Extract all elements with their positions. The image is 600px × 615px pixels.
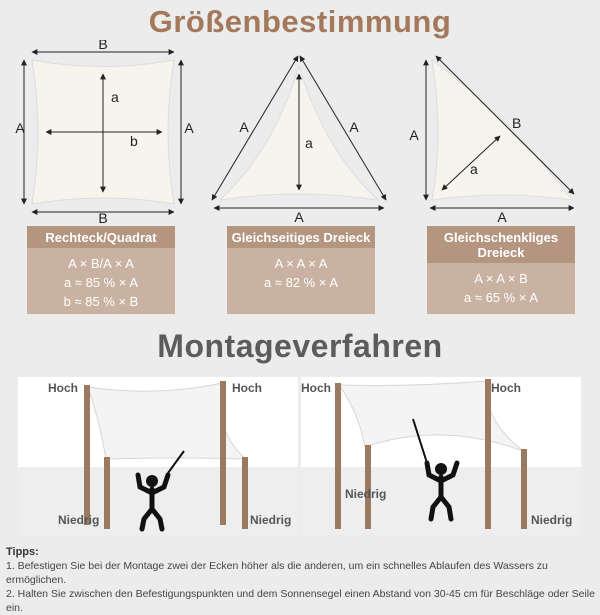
tip-item: 2. Halten Sie zwischen den Befestigungsp… [6,588,595,614]
label-high-right: Hoch [232,381,262,395]
post-low-right [242,457,248,529]
label-high-left: Hoch [48,381,78,395]
dim-top: B [98,40,107,52]
label-high-right: Hoch [491,381,521,395]
dim-bottom: A [294,209,304,225]
label-high-left: Hoch [301,381,331,395]
card-line: A × A × B [474,271,528,286]
post-low-left [365,445,371,529]
mounting-scene-2: Hoch Hoch Niedrig Niedrig [301,377,581,535]
label-low-left: Niedrig [58,513,100,527]
post-high-right [485,379,491,529]
dim-inner-a: a [305,135,313,151]
label-low-right: Niedrig [250,513,292,527]
card-title: Gleichseitiges Dreieck [227,226,375,248]
scene-illustration [301,379,581,535]
card-rectangle: Rechteck/Quadrat A × B/A × A a ≈ 85 % × … [27,226,175,314]
card-line: A × A × A [274,256,328,271]
card-line: a ≈ 65 % × A [464,290,538,305]
label-low-left: Niedrig [345,487,387,501]
label-low-right: Niedrig [531,513,573,527]
dim-bottom: B [98,210,107,225]
dim-inner-a: a [111,89,119,105]
card-line: a ≈ 85 % × A [64,275,138,290]
tips-section: Tipps: 1. Befestigen Sie bei der Montage… [6,545,598,615]
person-icon [135,472,171,532]
dim-left: A [15,120,25,136]
mounting-scene-1: Hoch Hoch Niedrig Niedrig [18,377,298,535]
post-high-left [84,385,90,525]
dim-inner-b: b [130,133,138,149]
dim-hyp: B [512,115,521,131]
dim-right: A [349,119,359,135]
rectangle-diagram: B B A A a b [15,40,194,225]
post-high-left [335,383,341,529]
dim-right: A [184,120,194,136]
dim-left: A [409,127,419,143]
isosceles-triangle-diagram: A B A a [409,55,575,225]
dim-inner-a: a [470,161,478,177]
post-low-right [521,449,527,529]
card-title: Gleichschenkliges Dreieck [427,226,575,263]
triangle-sail [431,58,574,201]
post-low-left [104,457,110,529]
mounting-title: Montageverfahren [157,328,443,364]
tips-heading: Tipps: [6,546,39,558]
card-isosceles: Gleichschenkliges Dreieck A × A × B a ≈ … [427,226,575,314]
card-line: a ≈ 82 % × A [264,275,338,290]
tip-item: 1. Befestigen Sie bei der Montage zwei d… [6,560,548,586]
card-line: A × B/A × A [68,256,134,271]
card-title: Rechteck/Quadrat [27,226,175,248]
dim-left: A [239,119,249,135]
sizing-title: Größenbestimmung [148,4,452,39]
dim-bottom: A [497,209,507,225]
scene-illustration [18,381,298,535]
equilateral-triangle-diagram: A A A a [211,55,387,225]
card-equilateral: Gleichseitiges Dreieck A × A × A a ≈ 82 … [227,226,375,314]
card-line: b ≈ 85 % × B [63,294,139,309]
post-high-right [220,381,226,525]
person-icon [424,460,460,522]
